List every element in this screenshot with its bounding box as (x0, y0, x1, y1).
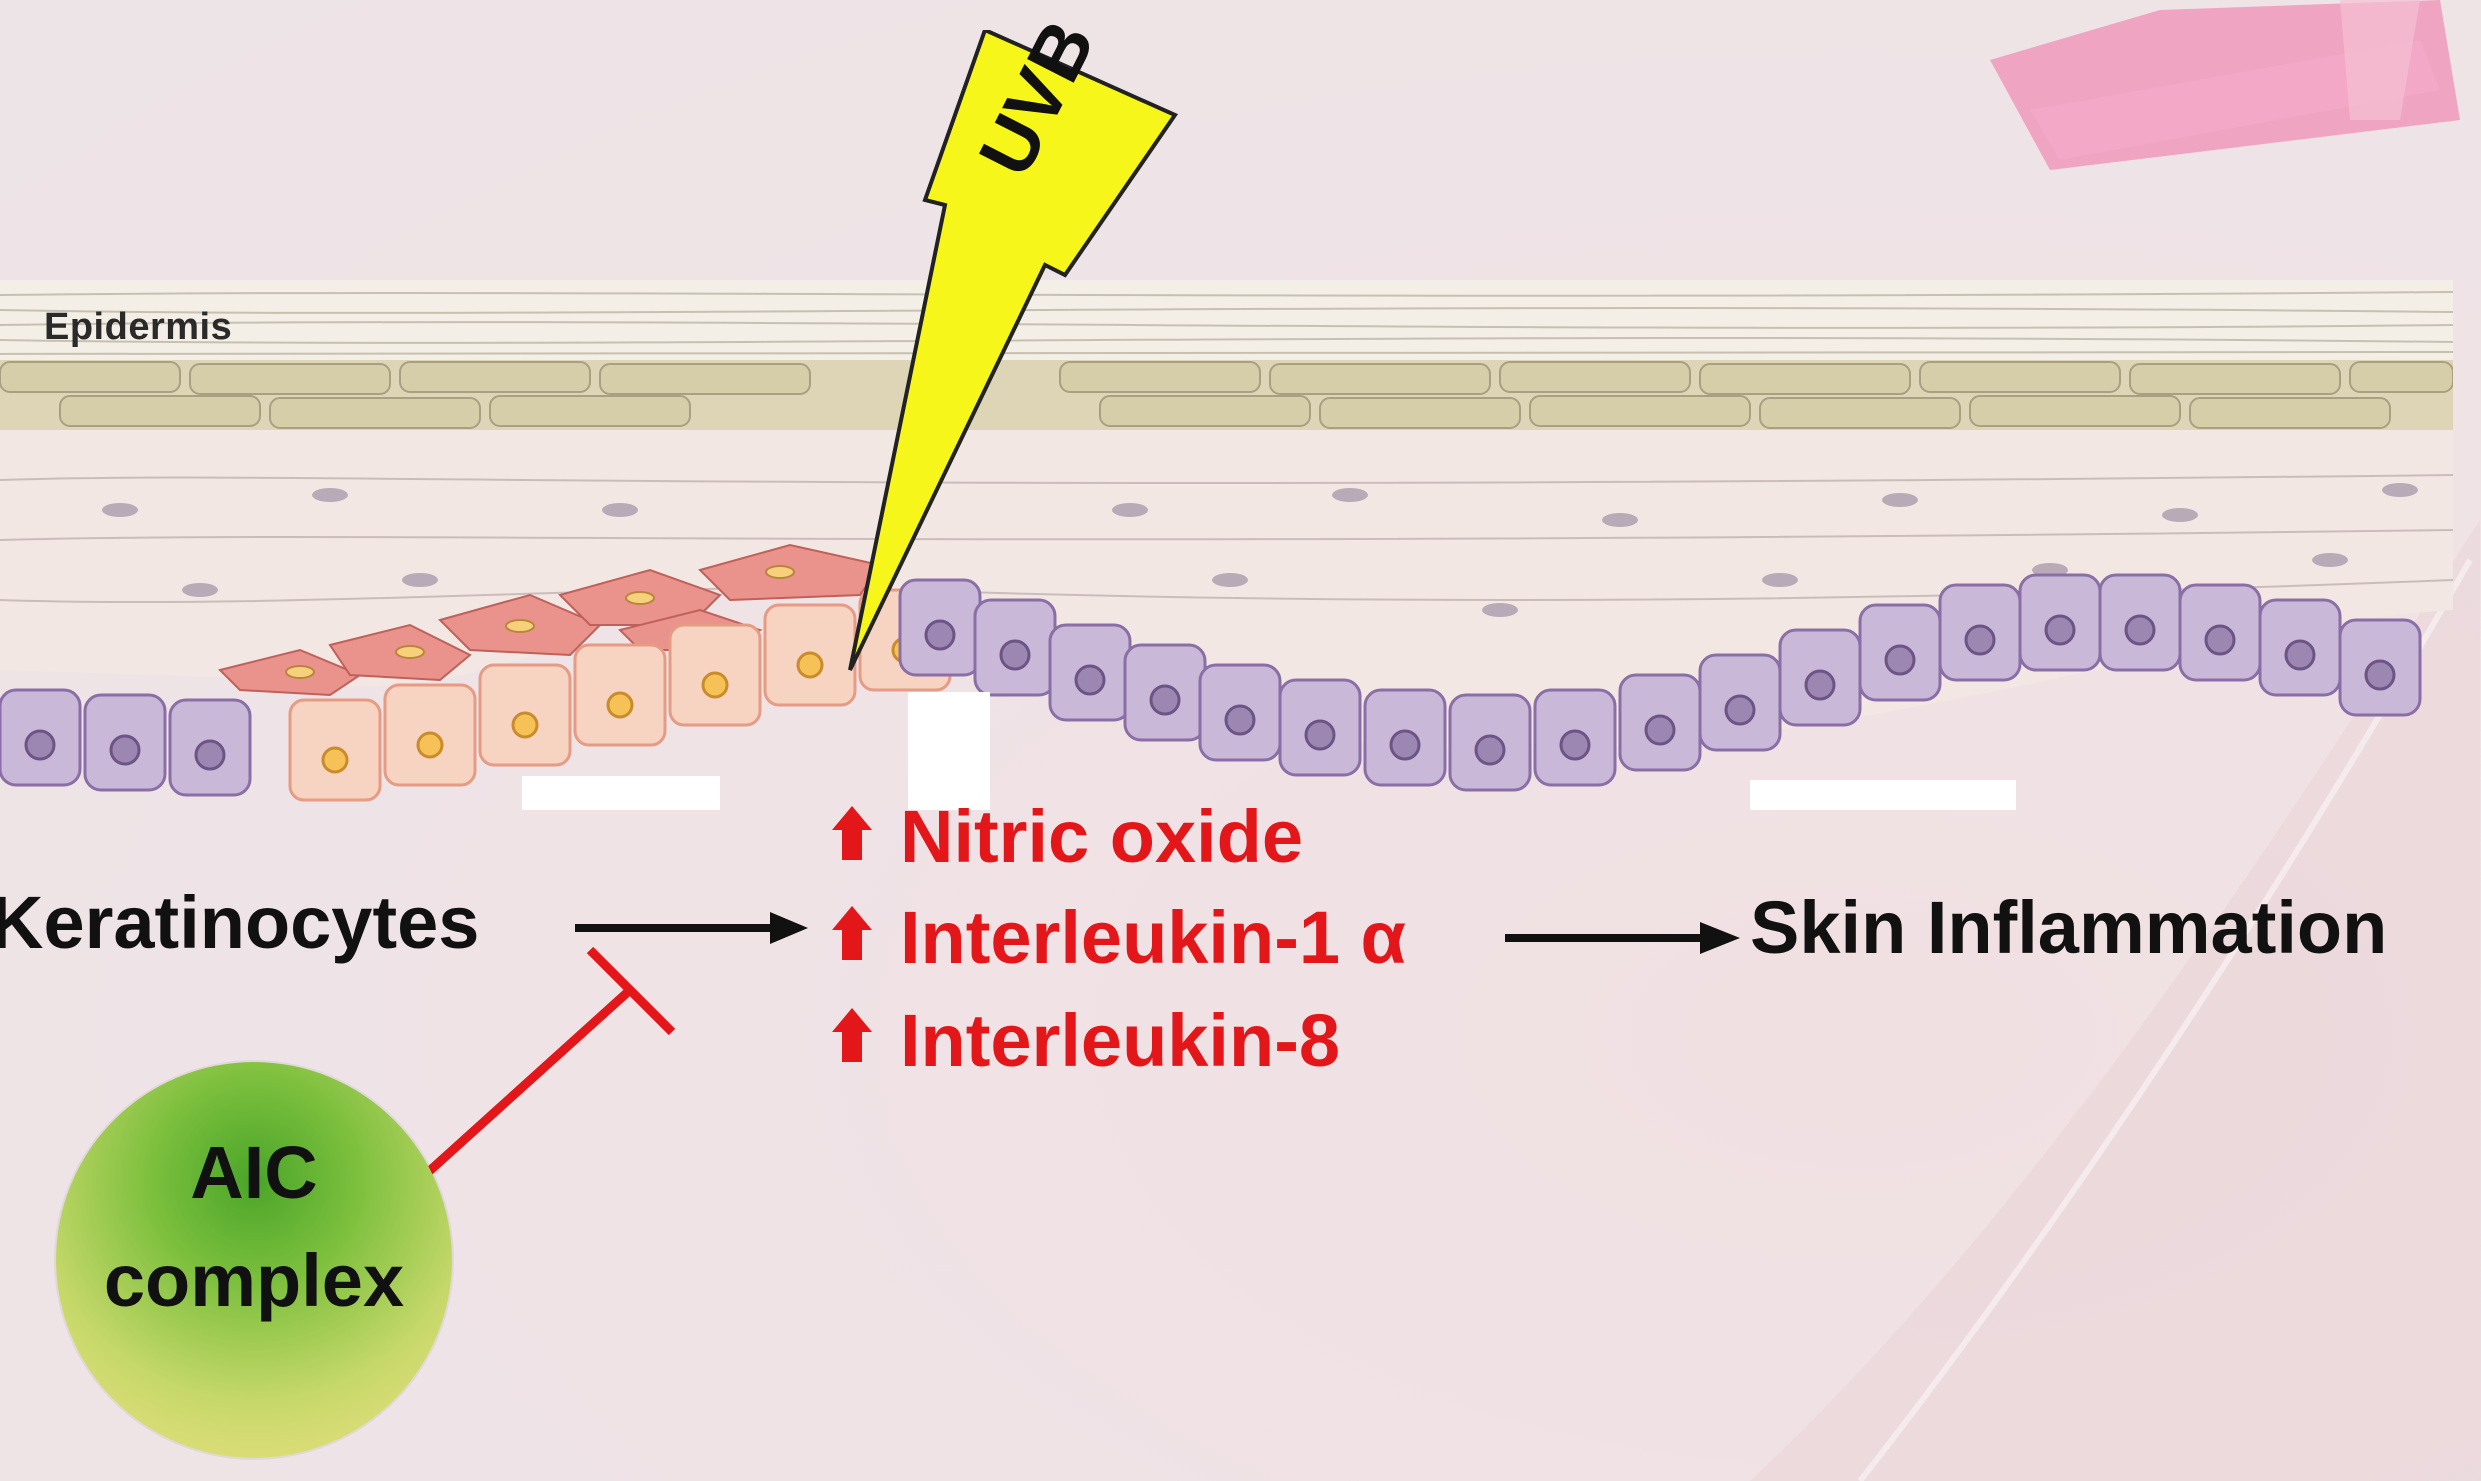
keratinocytes-label: Keratinocytes (0, 880, 479, 965)
skin-inflammation-label: Skin Inflammation (1750, 885, 2387, 970)
up-arrow (832, 1008, 872, 1062)
up-arrow (832, 906, 872, 960)
inhibition-line (425, 990, 630, 1175)
mediator-interleukin-8: Interleukin-8 (900, 998, 1340, 1083)
up-arrows (832, 806, 872, 1062)
complex-label: complex (56, 1238, 452, 1323)
mediator-interleukin-1a: Interleukin-1 α (900, 895, 1406, 980)
aic-label: AIC (56, 1130, 452, 1215)
up-arrow (832, 806, 872, 860)
mediator-nitric-oxide: Nitric oxide (900, 794, 1303, 879)
